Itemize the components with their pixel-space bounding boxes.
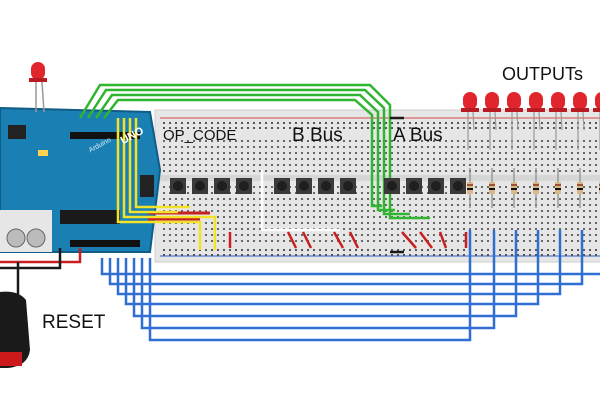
breadboard-holes — [163, 122, 597, 256]
resistor — [577, 168, 583, 208]
op-code-button[interactable] — [214, 178, 230, 194]
yellow-wires — [116, 118, 217, 250]
power-wires — [0, 211, 210, 270]
resistor — [511, 168, 517, 208]
op-code-button[interactable] — [192, 178, 208, 194]
b-bus-button[interactable] — [340, 178, 356, 194]
outputs-label: OUTPUTs — [502, 64, 583, 84]
op-code-button[interactable] — [170, 178, 186, 194]
resistor — [467, 168, 473, 208]
resistors — [467, 168, 600, 208]
op-code-button[interactable] — [236, 178, 252, 194]
resistor — [489, 168, 495, 208]
power-led — [29, 62, 47, 113]
output-led — [461, 92, 479, 150]
green-wires — [78, 83, 430, 220]
output-led — [549, 92, 567, 150]
op-code-label: OP_CODE — [163, 127, 237, 144]
a-bus-button[interactable] — [384, 178, 400, 194]
b-bus-button[interactable] — [296, 178, 312, 194]
a-bus-button[interactable] — [428, 178, 444, 194]
arduino-board — [0, 106, 162, 253]
output-led — [527, 92, 545, 150]
reset-button[interactable] — [0, 262, 30, 368]
push-buttons — [170, 178, 466, 194]
b-bus-button[interactable] — [318, 178, 334, 194]
blue-wires — [100, 230, 600, 342]
resistor — [555, 168, 561, 208]
reset-label: RESET — [42, 312, 106, 333]
resistor — [533, 168, 539, 208]
output-led — [483, 92, 501, 150]
output-led — [505, 92, 523, 150]
b-bus-label: B Bus — [292, 125, 343, 146]
a-bus-label: A Bus — [393, 125, 443, 146]
output-led — [593, 92, 600, 150]
output-led — [571, 92, 589, 150]
a-bus-button[interactable] — [406, 178, 422, 194]
jumpers — [228, 116, 468, 254]
output-leds — [461, 92, 600, 150]
a-bus-button[interactable] — [450, 178, 466, 194]
b-bus-button[interactable] — [274, 178, 290, 194]
